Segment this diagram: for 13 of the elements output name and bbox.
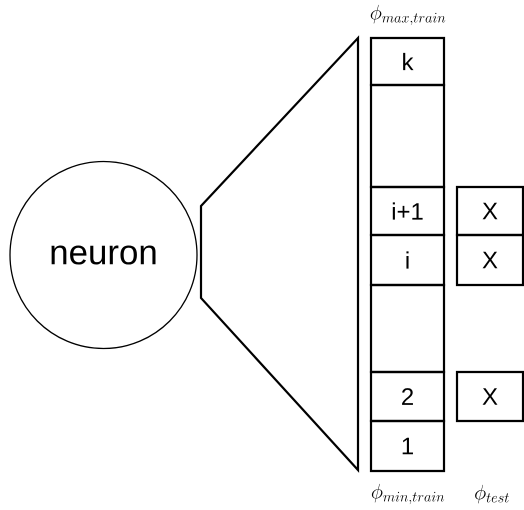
axis-label: $\phi_{test}$: [475, 484, 509, 504]
bin-cell: [370, 284, 446, 374]
bin-cell: i: [370, 234, 446, 286]
bin-cell: 1: [370, 420, 446, 472]
bin-cell: 2: [370, 370, 446, 422]
axis-label: $\phi_{max,train}$: [370, 4, 446, 26]
bin-cell: X: [456, 234, 524, 286]
bin-cell: X: [456, 370, 524, 422]
bin-cell: i+1: [370, 186, 446, 236]
axis-label: $\phi_{min,train}$: [372, 484, 444, 504]
bin-cell: [370, 84, 446, 188]
bin-cell: X: [456, 186, 524, 236]
bin-cell: k: [370, 36, 446, 86]
